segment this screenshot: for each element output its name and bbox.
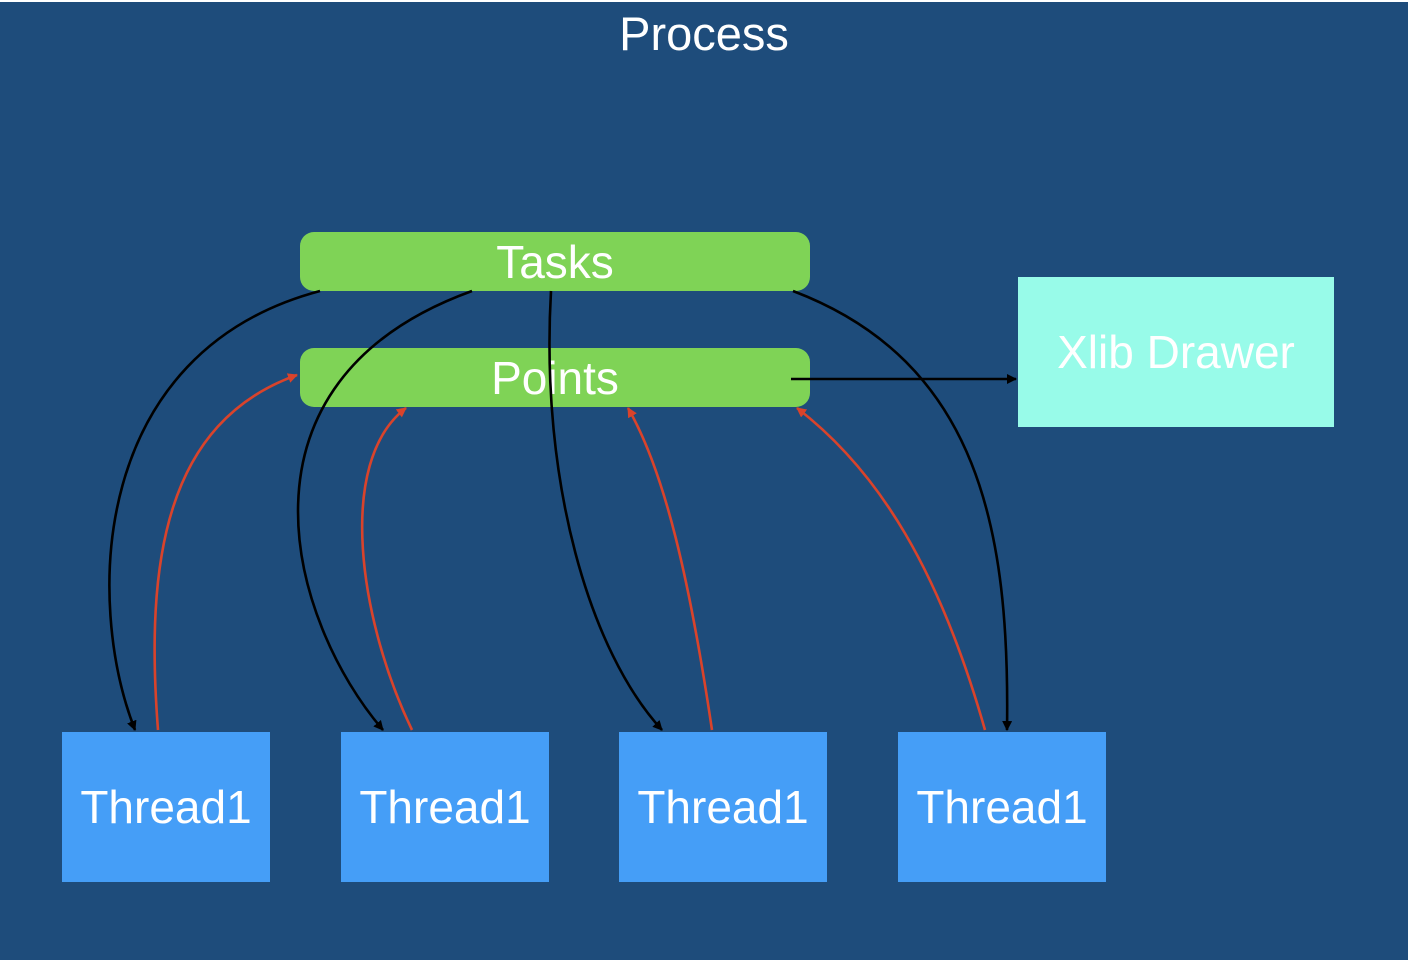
arrow-tasks-to-thread-1 — [108, 289, 321, 731]
thread-node-3: Thread1 — [619, 732, 827, 882]
diagram-title: Process — [619, 7, 789, 60]
arrow-thread-2-to-points — [360, 406, 414, 731]
arrow-tasks-to-thread-3 — [548, 290, 663, 731]
thread-node-4: Thread1 — [898, 732, 1106, 882]
arrow-thread-4-to-points — [796, 406, 987, 731]
tasks-node: Tasks — [300, 232, 810, 291]
arrow-tasks-to-thread-4 — [792, 289, 1013, 731]
arrow-tasks-to-thread-2 — [296, 289, 473, 731]
arrow-thread-1-to-points — [153, 373, 298, 731]
points-node: Points — [300, 348, 810, 407]
thread-node-1: Thread1 — [62, 732, 270, 882]
thread-node-2: Thread1 — [341, 732, 549, 882]
arrow-thread-3-to-points — [626, 407, 714, 731]
xlib-drawer-node: Xlib Drawer — [1018, 277, 1334, 427]
